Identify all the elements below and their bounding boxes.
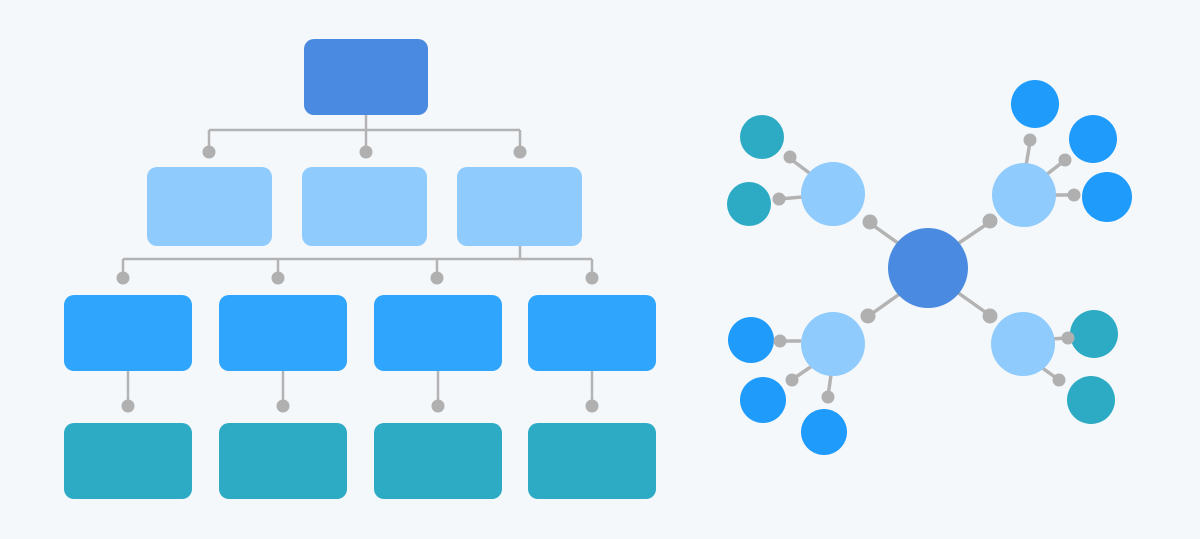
network-dot-network-leaf-br-1 [1061, 331, 1075, 345]
network-dot-network-leaf-tr-3 [1067, 188, 1081, 202]
tree-node-l4-1[interactable] [64, 423, 192, 499]
network-leaf-bl-3[interactable] [801, 409, 847, 455]
tree-node-l3-4[interactable] [528, 295, 656, 371]
network-leaf-tr-2[interactable] [1069, 115, 1117, 163]
network-link-hub-branch-tr [955, 222, 988, 247]
tree-connector-dot-l4-1 [121, 399, 135, 413]
network-leaf-br-1[interactable] [1070, 310, 1118, 358]
network-node-hub[interactable] [888, 228, 968, 308]
network-dot-group [772, 133, 1081, 404]
tree-connector-dot-l3-1 [116, 271, 130, 285]
network-dot-hub-branch-tr [982, 213, 998, 229]
tree-connector-dot-l3-4 [585, 271, 599, 285]
tree-connector-dot-l2-2 [359, 145, 373, 159]
network-dot-network-leaf-tr-2 [1058, 153, 1072, 167]
network-leaf-br-2[interactable] [1067, 376, 1115, 424]
tree-connector-dot-l2-1 [202, 145, 216, 159]
network-leaf-tr-1[interactable] [1011, 80, 1059, 128]
tree-node-l2-3[interactable] [457, 167, 582, 246]
tree-node-l2-1[interactable] [147, 167, 272, 246]
network-dot-network-leaf-tl-2 [772, 192, 786, 206]
network-leaf-tl-2[interactable] [727, 182, 771, 226]
network-dot-network-leaf-bl-3 [821, 390, 835, 404]
tree-connector-dot-l3-3 [430, 271, 444, 285]
network-dot-network-leaf-bl-1 [773, 334, 787, 348]
tree-node-l3-3[interactable] [374, 295, 502, 371]
network-node-mid-top-right[interactable] [992, 163, 1056, 227]
network-leaf-bl-2[interactable] [740, 377, 786, 423]
tree-node-l4-2[interactable] [219, 423, 347, 499]
radial-network-diagram [727, 80, 1132, 455]
network-dot-hub-branch-br [982, 308, 998, 324]
tree-node-l3-1[interactable] [64, 295, 192, 371]
network-dot-hub-branch-bl [860, 308, 876, 324]
tree-node-l3-2[interactable] [219, 295, 347, 371]
tree-node-root[interactable] [304, 39, 428, 115]
tree-connector-dot-l2-3 [513, 145, 527, 159]
network-dot-network-leaf-br-2 [1052, 373, 1066, 387]
tree-connector-dot-l3-2 [271, 271, 285, 285]
tree-connector-group-l3 [116, 246, 599, 285]
network-leaf-bl-1[interactable] [728, 317, 774, 363]
tree-node-l4-3[interactable] [374, 423, 502, 499]
hierarchy-tree-diagram [64, 39, 656, 499]
network-leaf-tr-3[interactable] [1082, 172, 1132, 222]
network-link-hub-branch-br [955, 290, 990, 316]
tree-connector-dot-l4-3 [431, 399, 445, 413]
network-dot-network-leaf-tr-1 [1023, 133, 1037, 147]
network-node-mid-bottom-right[interactable] [991, 312, 1055, 376]
tree-node-l2-2[interactable] [302, 167, 427, 246]
network-link-hub-branch-bl [868, 291, 903, 317]
tree-connector-dot-l4-2 [276, 399, 290, 413]
network-dot-network-leaf-bl-2 [785, 373, 799, 387]
tree-connector-dot-l4-4 [585, 399, 599, 413]
network-node-mid-top-left[interactable] [801, 162, 865, 226]
tree-connector-group-l4 [121, 371, 599, 413]
network-dot-network-leaf-tl-1 [783, 150, 797, 164]
network-node-group [727, 80, 1132, 455]
network-dot-hub-branch-tl [862, 214, 878, 230]
network-leaf-tl-1[interactable] [740, 115, 784, 159]
tree-node-l4-4[interactable] [528, 423, 656, 499]
network-link-network-leaf-tl-1 [790, 158, 814, 177]
network-node-mid-bottom-left[interactable] [801, 312, 865, 376]
tree-connector-group-l2 [202, 115, 527, 159]
